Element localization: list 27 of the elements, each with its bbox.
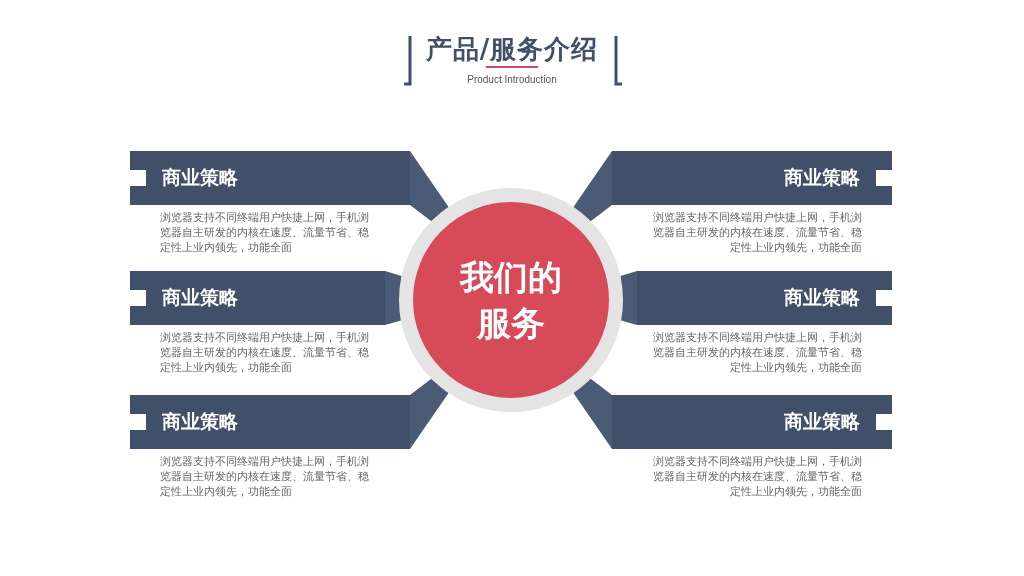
banner-heading: 商业策略 (784, 285, 860, 310)
description: 浏览器支持不同终端用户快捷上网，手机浏览器自主研发的内核在速度、流量节省、稳定性上业内领先，功能全面 (652, 210, 862, 255)
connector-ribbon (573, 378, 612, 449)
banner-heading: 商业策略 (162, 285, 238, 310)
banner-heading: 商业策略 (162, 409, 238, 434)
connector-ribbon (410, 151, 449, 222)
title: 产品/服务介绍 (425, 33, 599, 66)
banner-heading: 商业策略 (784, 409, 860, 434)
ribbon-banner (130, 395, 410, 449)
ribbon-banner (612, 151, 892, 205)
description: 浏览器支持不同终端用户快捷上网，手机浏览器自主研发的内核在速度、流量节省、稳定性上业内领先，功能全面 (160, 454, 370, 499)
ribbon-banner (130, 151, 410, 205)
description: 浏览器支持不同终端用户快捷上网，手机浏览器自主研发的内核在速度、流量节省、稳定性上业内领先，功能全面 (652, 330, 862, 375)
ribbon-banner (612, 395, 892, 449)
ribbon-banner (637, 271, 892, 325)
banner-heading: 商业策略 (162, 165, 238, 190)
subtitle: Product Introduction (466, 74, 558, 85)
connector-ribbon (620, 271, 637, 325)
ribbon-banner (130, 271, 385, 325)
description: 浏览器支持不同终端用户快捷上网，手机浏览器自主研发的内核在速度、流量节省、稳定性上业内领先，功能全面 (160, 330, 370, 375)
connector-ribbon (573, 151, 612, 222)
circle-heading: 我们的服务 (458, 256, 563, 345)
connector-ribbon (410, 378, 449, 449)
connector-ribbon (385, 271, 402, 325)
description: 浏览器支持不同终端用户快捷上网，手机浏览器自主研发的内核在速度、流量节省、稳定性上业内领先，功能全面 (652, 454, 862, 499)
description: 浏览器支持不同终端用户快捷上网，手机浏览器自主研发的内核在速度、流量节省、稳定性上业内领先，功能全面 (160, 210, 370, 255)
banner-heading: 商业策略 (784, 165, 860, 190)
